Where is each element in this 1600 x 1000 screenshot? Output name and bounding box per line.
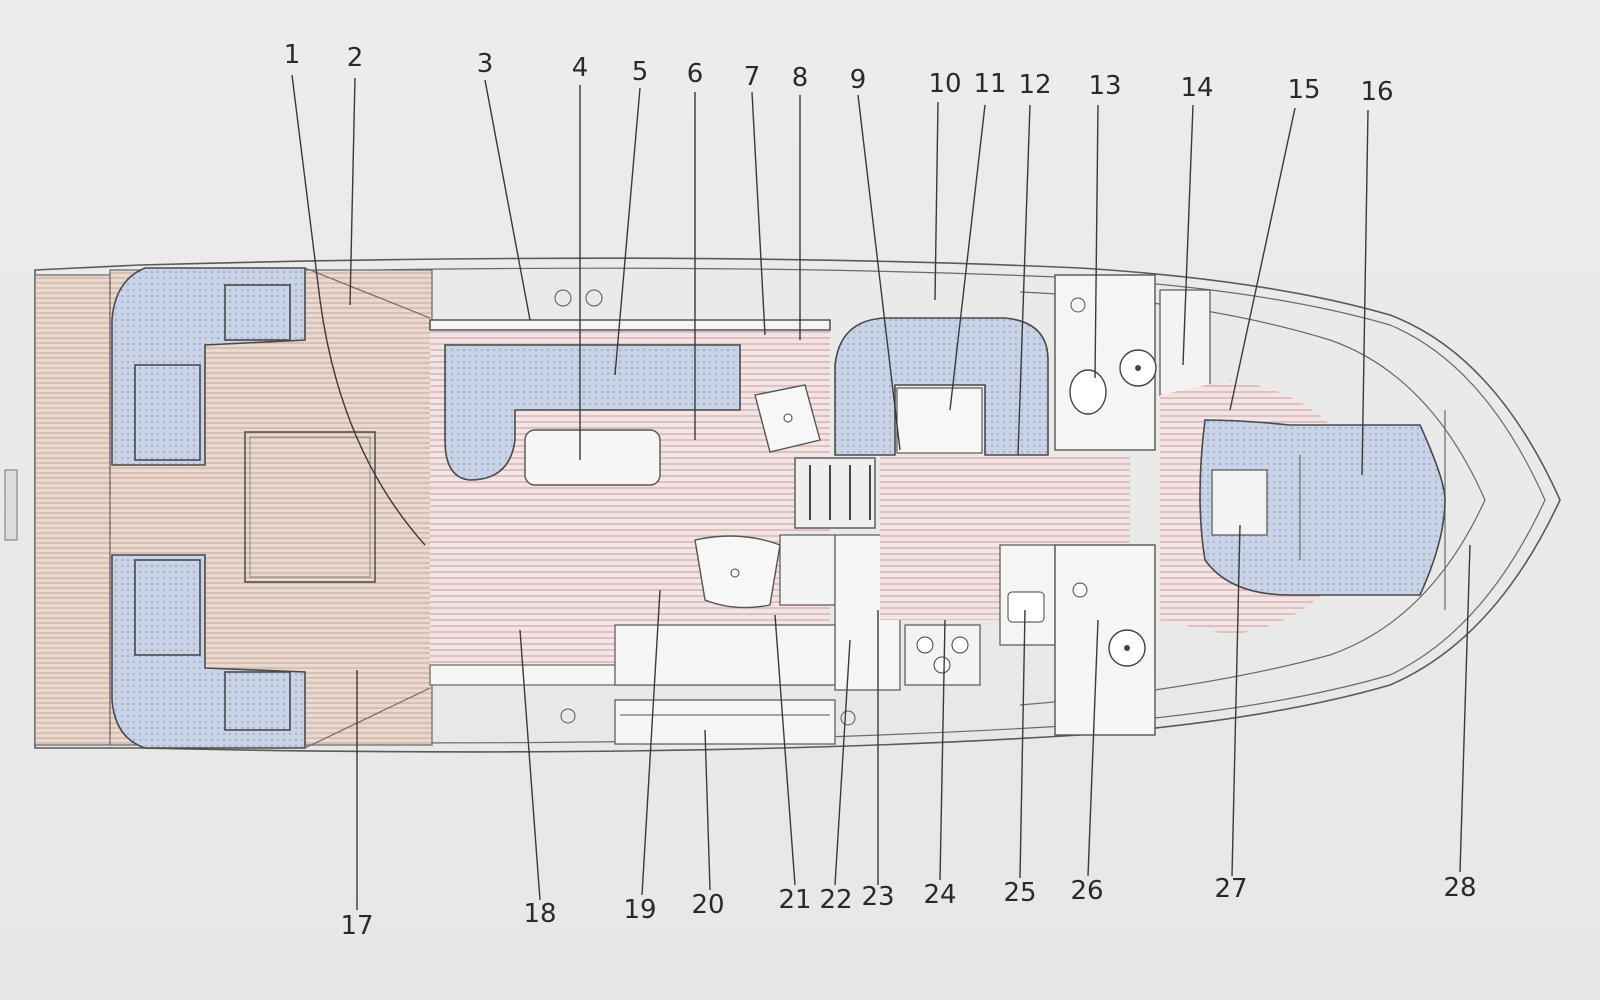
forward-cabin: [1160, 380, 1446, 635]
hull: [34, 257, 1561, 753]
salon: [429, 289, 856, 726]
callout-7: 7: [744, 62, 761, 92]
callout-22: 22: [819, 885, 852, 915]
callout-19: 19: [623, 895, 656, 925]
callout-28: 28: [1443, 873, 1476, 903]
callout-20: 20: [691, 890, 724, 920]
callout-2: 2: [347, 43, 364, 73]
callout-16: 16: [1360, 77, 1393, 107]
callout-4: 4: [572, 53, 589, 83]
aft-swim-platform: [4, 274, 111, 746]
callout-27: 27: [1214, 874, 1247, 904]
callout-24: 24: [923, 880, 956, 910]
callout-15: 15: [1287, 75, 1320, 105]
callout-12: 12: [1018, 70, 1051, 100]
callout-18: 18: [523, 899, 556, 929]
callout-6: 6: [687, 59, 704, 89]
leader-lines: [291, 74, 1471, 910]
callout-5: 5: [632, 57, 649, 87]
callout-25: 25: [1003, 878, 1036, 908]
callout-23: 23: [861, 882, 894, 912]
callouts-top: 1 2 3 4 5 6 7 8 9 10 11 12 13 14 15 16: [284, 40, 1394, 107]
cockpit: [109, 267, 433, 749]
callout-10: 10: [928, 69, 961, 99]
callout-3: 3: [477, 49, 494, 79]
callout-8: 8: [792, 63, 809, 93]
callout-14: 14: [1180, 73, 1213, 103]
callout-13: 13: [1088, 71, 1121, 101]
callouts-bottom: 17 18 19 20 21 22 23 24 25 26 27 28: [340, 873, 1476, 941]
callout-26: 26: [1070, 876, 1103, 906]
callout-11: 11: [973, 69, 1006, 99]
heads-and-galley: [904, 274, 1211, 736]
callout-1: 1: [284, 40, 301, 70]
callout-17: 17: [340, 911, 373, 941]
callout-9: 9: [850, 65, 867, 95]
callout-21: 21: [778, 885, 811, 915]
